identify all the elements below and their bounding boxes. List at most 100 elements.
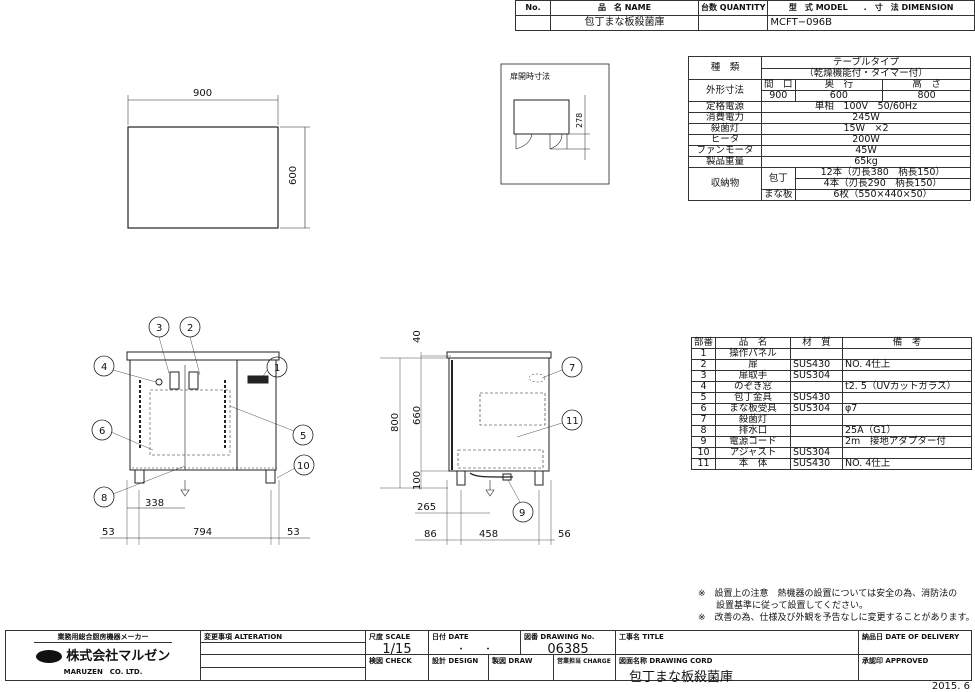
note-1-cont: 設置基準に従って設置してください。 [698,601,869,611]
front-view-callouts-6: 8 [101,493,107,504]
spec-knife-label: 包丁 [761,167,796,190]
parts-cell: 操作パネル [715,348,792,360]
parts-cell: アジャスト [715,447,792,459]
side-view-dim-800: 800 [390,413,401,432]
front-view-callouts-2: 3 [156,323,162,334]
parts-cell: 5 [690,392,717,404]
spec-rows-2-1: 15W ×2 [761,123,971,135]
parts-cell: 11 [690,458,717,470]
front-view: 338 53 794 53 12 34 56 810 [91,316,315,545]
spec-rows-5-0: 製品重量 [688,156,762,168]
title-block-approved-label: 承認印 APPROVED [858,654,972,681]
parts-cell: 2 [690,359,717,371]
title-block-delivery-label: 納品日 DATE OF DELIVERY [858,630,972,655]
parts-cell [790,414,844,426]
spec-rows-0-1: 単相 100V 50/60Hz [761,101,971,113]
quantity-label: 台数 QUANTITY [697,0,769,16]
company-logo: 業務用総合厨房機器メーカー 株式会社マルゼン MARUZEN CO. LTD. [5,630,201,681]
spec-rows-1-1: 245W [761,112,971,124]
parts-cell: 電源コード [715,436,792,448]
side-view-dim-40: 40 [412,330,423,343]
side-view-callouts-1: 9 [519,508,525,519]
parts-cell: 7 [690,414,717,426]
dim-depth: 600 [288,166,299,185]
parts-cell: 8 [690,425,717,437]
title-block-company-en: MARUZEN CO. LTD. [63,668,143,676]
spec-board-value: 6枚（550×440×50） [794,189,972,201]
spec-board-label: まな板 [761,189,796,201]
title-block-date-value: ・ ・ [456,645,493,655]
parts-cell: まな板受具 [715,403,792,415]
front-view-callouts-1: 2 [187,323,193,334]
title-block-draw-label: 製図 DRAW [488,654,554,681]
parts-cell [842,348,972,360]
notes: ※ 設置上の注意 熱機器の設置については安全の為、消防法の 設置基準に従って設置… [698,588,975,624]
spec-dim-values-0: 900 [761,90,796,102]
dim-width: 900 [193,88,212,99]
title-block-title-label: 工事名 TITLE [615,630,859,655]
parts-heads-2: 材 質 [790,337,844,349]
note-2: ※ 改善の為、仕様及び外観を予告なしに変更することがあります。 [698,613,975,623]
parts-cell: 3 [690,370,717,382]
door-open-title: 扉開時寸法 [510,71,550,81]
parts-cell: 2m 接地アダプター付 [842,436,972,448]
title-block-cord: 包丁まな板殺菌庫 [629,670,734,685]
parts-cell: 25A（G1） [842,425,972,437]
side-view-dim-56: 56 [558,529,571,540]
parts-cell [842,392,972,404]
front-view-callouts-3: 4 [101,362,107,373]
spec-dim-heads-1: 奥 行 [794,79,884,91]
door-open-dim: 278 [575,113,584,128]
parts-cell: SUS304 [790,370,844,382]
spec-rows-0-0: 定格電源 [688,101,762,113]
parts-cell [790,425,844,437]
parts-heads-1: 品 名 [715,337,792,349]
front-view-callouts-0: 1 [274,363,280,374]
spec-rows-4-1: 45W [761,145,971,157]
issue-date: 2015. 6 [931,681,970,692]
parts-cell: 扉 [715,359,792,371]
spec-rows-1-0: 消費電力 [688,112,762,124]
side-view-dim-265: 265 [417,502,436,513]
parts-cell: SUS430 [790,359,844,371]
title-block-scale: 1/15 [382,642,412,657]
model-value: MCFT−096B [767,15,975,31]
technical-drawing: 900 600 扉開時寸法 278 338 53 794 53 12 34 56… [91,63,610,545]
note-1: ※ 設置上の注意 熱機器の設置については安全の為、消防法の [698,589,958,599]
side-view-dim-86: 86 [424,529,437,540]
parts-cell: のぞき窓 [715,381,792,393]
parts-cell: 10 [690,447,717,459]
parts-cell: 9 [690,436,717,448]
parts-heads-0: 部番 [690,337,717,349]
spec-rows-2-0: 殺菌灯 [688,123,762,135]
side-view-dim-458: 458 [479,529,498,540]
front-view-callouts-4: 5 [300,431,306,442]
front-view-dim-53-left: 53 [102,527,115,538]
parts-cell: 本 体 [715,458,792,470]
title-block-maker-tag: 業務用総合厨房機器メーカー [34,632,172,643]
product-name: 包丁まな板殺菌庫 [550,15,699,31]
side-view-callouts-0: 7 [569,363,575,374]
front-view-callouts-5: 6 [99,426,105,437]
title-block-cord-label: 図面名称 DRAWING CORD [619,657,713,665]
title-block-drawing-no-label: 図番 DRAWING No. [524,633,595,641]
parts-cell: 6 [690,403,717,415]
spec-rows-4-0: ファンモータ [688,145,762,157]
spec-storage-label: 収納物 [688,167,762,201]
parts-heads-3: 備 考 [842,337,972,349]
spec-type-label: 種 類 [688,56,762,80]
parts-cell [790,348,844,360]
spec-dim-heads-0: 間 口 [761,79,796,91]
parts-cell: NO. 4仕上 [842,458,972,470]
